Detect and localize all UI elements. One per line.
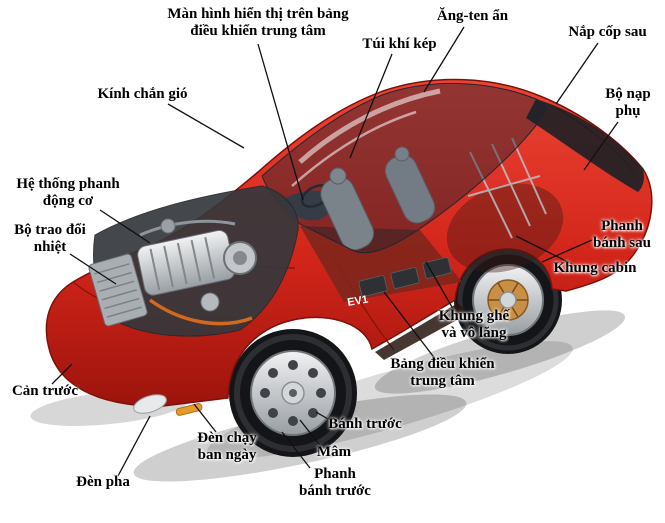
front-wheel-graphic [229, 329, 357, 457]
leader-line [423, 26, 465, 93]
label-center-display: Màn hình hiển thị trên bảng điều khiển t… [167, 6, 349, 39]
headrest [394, 146, 410, 162]
label-daytime-running-light: Đèn chạy ban ngày [197, 430, 257, 463]
label-heat-exchanger: Bộ trao đổi nhiệt [14, 222, 86, 255]
leader-line [299, 419, 323, 449]
leader-line [583, 121, 619, 171]
rear-glass [526, 99, 644, 192]
label-seat-steering-frame: Khung ghế và vô lăng [438, 308, 510, 341]
rear-wheel-graphic [454, 246, 562, 354]
leader-line [69, 253, 117, 285]
rear-brake-disc [488, 282, 528, 318]
leader-line [515, 235, 573, 265]
label-front-bumper: Cản trước [11, 383, 79, 399]
passenger-seat [384, 154, 436, 224]
label-hidden-antenna: Ăng-ten ẩn [436, 8, 509, 24]
leader-line [117, 415, 151, 477]
leader-line [383, 291, 437, 361]
console-units [358, 257, 452, 297]
leader-line [281, 431, 311, 469]
label-wheel-rim: Mâm [316, 444, 352, 460]
leader-line [425, 261, 457, 315]
leader-line [193, 403, 217, 433]
engine-bay [88, 185, 299, 337]
label-rear-wheel-brake: Phanh bánh sau [593, 218, 651, 251]
leader-line [541, 239, 593, 263]
leader-line [257, 43, 304, 201]
leader-line [349, 53, 393, 159]
heat-exchanger-graphic [88, 253, 148, 327]
leader-line [51, 363, 73, 385]
leader-lines [51, 26, 619, 477]
leader-line [167, 103, 245, 149]
label-cabin-frame: Khung cabin [553, 260, 637, 276]
label-front-wheel: Bánh trước [328, 416, 402, 432]
headlight-graphic [133, 394, 167, 414]
label-windshield: Kính chắn gió [97, 86, 188, 102]
label-engine-brake-system: Hệ thống phanh động cơ [16, 176, 120, 209]
label-center-console: Bảng điều khiển trung tâm [390, 356, 495, 389]
label-front-wheel-brake: Phanh bánh trước [299, 466, 371, 499]
headrest [329, 167, 347, 185]
label-headlight: Đèn pha [76, 474, 130, 490]
cabin-interior [282, 146, 462, 302]
label-aux-charger: Bộ nạp phụ [605, 86, 651, 119]
leader-line [99, 209, 151, 244]
label-rear-trunk-lid: Nắp cốp sau [568, 24, 647, 40]
glass-canopy [261, 82, 548, 254]
rim-holes [260, 360, 326, 426]
car-badge: EV1 [346, 294, 369, 309]
label-dual-airbags: Túi khí kép [362, 36, 437, 52]
door-sill [375, 303, 468, 360]
rear-cutaway [446, 183, 564, 273]
cabin-frame-graphic [467, 137, 547, 239]
leader-line [315, 411, 341, 427]
leader-line [555, 42, 599, 105]
